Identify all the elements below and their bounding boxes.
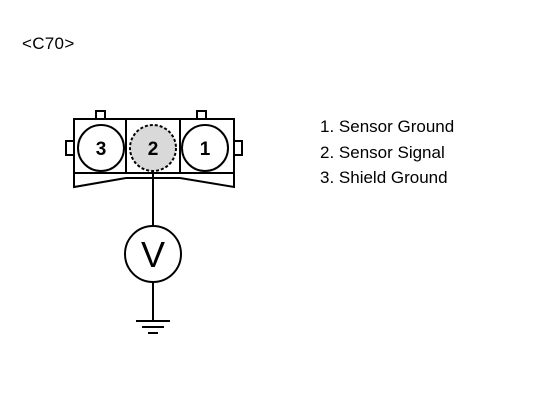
legend-item-pin-3: 3. Shield Ground bbox=[320, 168, 448, 187]
pin-3-label: 3 bbox=[96, 139, 107, 160]
housing-skirt-left bbox=[73, 173, 127, 189]
housing-top-tab-left bbox=[95, 110, 106, 120]
housing-top-tab-right bbox=[196, 110, 207, 120]
connector-id-label: <C70> bbox=[22, 34, 75, 53]
legend-item-pin-2: 2. Sensor Signal bbox=[320, 142, 445, 162]
pin-legend: 1. Sensor Ground 2. Sensor Signal 3. Shi… bbox=[320, 114, 454, 191]
housing-side-tab-left bbox=[65, 140, 75, 156]
pin-2-label: 2 bbox=[148, 139, 159, 160]
housing-side-tab-right bbox=[233, 140, 243, 156]
pin-1-terminal bbox=[181, 124, 229, 172]
voltmeter-label: V bbox=[141, 234, 165, 275]
housing-skirt-right bbox=[179, 173, 235, 189]
pin-1-label: 1 bbox=[200, 139, 211, 160]
ground-icon bbox=[136, 320, 170, 334]
pin-3-terminal bbox=[77, 124, 125, 172]
legend-item-pin-1: 1. Sensor Ground bbox=[320, 117, 455, 136]
